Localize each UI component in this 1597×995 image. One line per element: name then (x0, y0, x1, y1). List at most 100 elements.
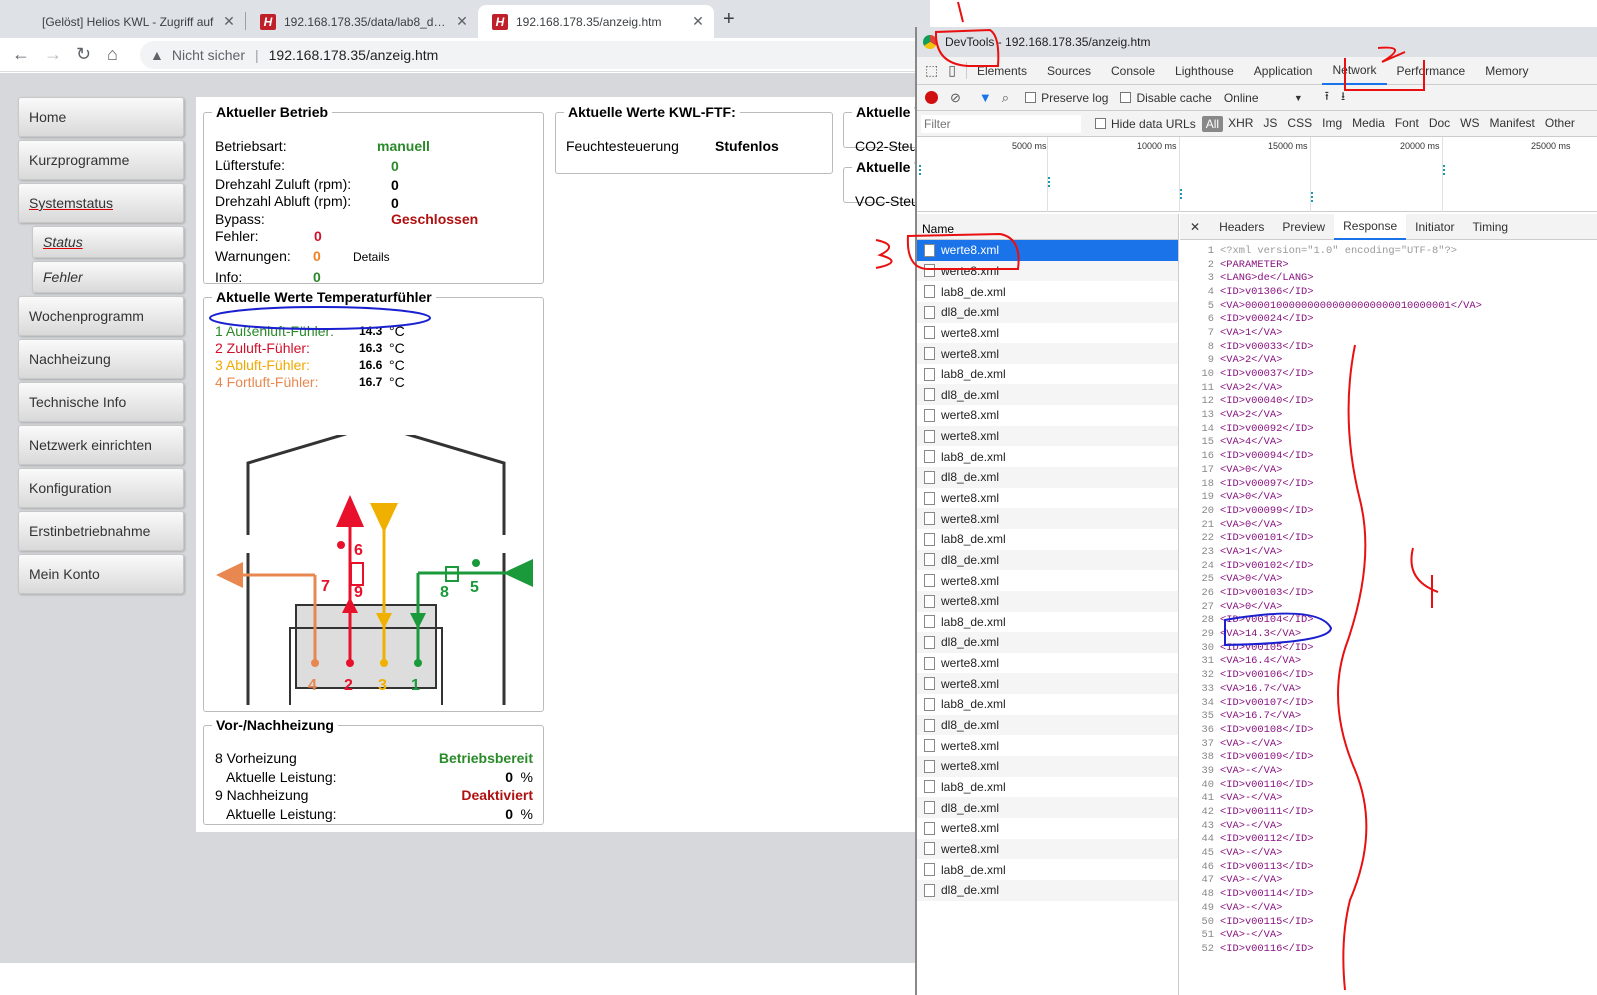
request-row[interactable]: dl8_de.xml (917, 632, 1178, 653)
tab-lighthouse[interactable]: Lighthouse (1175, 63, 1234, 78)
sidebar-item-nachheizung[interactable]: Nachheizung (18, 339, 184, 379)
sidebar-item-erstinbetriebnahme[interactable]: Erstinbetriebnahme (18, 511, 184, 551)
request-row[interactable]: dl8_de.xml (917, 797, 1178, 818)
request-row[interactable]: dl8_de.xml (917, 714, 1178, 736)
browser-tab-strip: [Gelöst] Helios KWL - Zugriff auf ✕ H 19… (0, 0, 930, 38)
browser-tab-3-active[interactable]: H 192.168.178.35/anzeig.htm ✕ (478, 5, 714, 38)
filter-input[interactable] (921, 114, 1081, 133)
filter-type-media[interactable]: Media (1352, 115, 1385, 130)
download-icon[interactable]: ⭳ (1340, 89, 1346, 103)
request-row[interactable]: dl8_de.xml (917, 301, 1178, 323)
sidebar-item-mein-konto[interactable]: Mein Konto (18, 554, 184, 594)
details-link[interactable]: Details (353, 250, 390, 264)
request-row[interactable]: lab8_de.xml (917, 281, 1178, 302)
response-tab-preview[interactable]: Preview (1282, 219, 1326, 234)
clear-icon[interactable]: ⊘ (950, 89, 961, 105)
response-tab-timing[interactable]: Timing (1472, 219, 1509, 234)
request-row[interactable]: werte8.xml (917, 756, 1178, 777)
request-row[interactable]: werte8.xml (917, 488, 1178, 509)
filter-type-doc[interactable]: Doc (1428, 115, 1451, 130)
close-icon[interactable]: ✕ (223, 13, 235, 29)
reload-icon[interactable]: ↻ (76, 44, 92, 64)
filter-icon[interactable]: ▼ (978, 90, 992, 105)
request-row[interactable]: lab8_de.xml (917, 777, 1178, 798)
request-row[interactable]: werte8.xml (917, 653, 1178, 674)
close-icon[interactable]: ✕ (1190, 219, 1201, 234)
request-row[interactable]: dl8_de.xml (917, 549, 1178, 571)
sidebar-item-netzwerk-einrichten[interactable]: Netzwerk einrichten (18, 425, 184, 465)
close-icon[interactable]: ✕ (692, 13, 704, 29)
luefterstufe-label: Lüfterstufe: (215, 157, 286, 173)
request-row[interactable]: werte8.xml (917, 260, 1178, 282)
home-icon[interactable]: ⌂ (107, 44, 118, 64)
sidebar-item-status[interactable]: Status (32, 226, 184, 258)
sidebar-item-systemstatus[interactable]: Systemstatus (18, 183, 184, 223)
request-row[interactable]: werte8.xml (917, 323, 1178, 344)
response-tab-headers[interactable]: Headers (1219, 219, 1265, 234)
preserve-log-checkbox[interactable]: Preserve log (1025, 91, 1108, 105)
filter-type-all[interactable]: All (1201, 115, 1224, 132)
filter-type-js[interactable]: JS (1263, 115, 1278, 130)
forward-icon[interactable]: → (44, 44, 62, 64)
tab-console[interactable]: Console (1111, 63, 1156, 78)
close-icon[interactable]: ✕ (456, 13, 468, 29)
request-row[interactable]: lab8_de.xml (917, 364, 1178, 385)
request-row[interactable]: werte8.xml (917, 343, 1178, 364)
response-tab-initiator[interactable]: Initiator (1415, 219, 1455, 234)
request-row[interactable]: werte8.xml (917, 590, 1178, 612)
response-tab-response[interactable]: Response (1334, 213, 1407, 240)
request-row[interactable]: werte8.xml (917, 570, 1178, 591)
line-number: 19 (1201, 491, 1214, 504)
request-row[interactable]: dl8_de.xml (917, 879, 1178, 901)
browser-tab-2[interactable]: H 192.168.178.35/data/lab8_de.xml ✕ (246, 5, 478, 38)
request-row[interactable]: lab8_de.xml (917, 612, 1178, 633)
sidebar-item-wochenprogramm[interactable]: Wochenprogramm (18, 296, 184, 336)
request-row[interactable]: dl8_de.xml (917, 384, 1178, 406)
request-row[interactable]: dl8_de.xml (917, 467, 1178, 488)
tab-performance[interactable]: Performance (1396, 63, 1466, 78)
filter-type-css[interactable]: CSS (1287, 115, 1313, 130)
request-row[interactable]: lab8_de.xml (917, 446, 1178, 467)
disable-cache-checkbox[interactable]: Disable cache (1120, 91, 1212, 105)
device-toolbar-icon[interactable]: ▯ (944, 62, 967, 79)
request-row[interactable]: lab8_de.xml (917, 859, 1178, 880)
code-text: <ID>v00094</ID> (1220, 450, 1314, 463)
tab-application[interactable]: Application (1253, 63, 1313, 78)
request-row[interactable]: werte8.xml (917, 673, 1178, 695)
tab-elements[interactable]: Elements (976, 63, 1027, 78)
hide-data-urls-checkbox[interactable]: Hide data URLs (1095, 117, 1196, 131)
request-row[interactable]: werte8.xml (917, 508, 1178, 529)
request-row[interactable]: werte8.xml (917, 240, 1178, 261)
sidebar-item-fehler[interactable]: Fehler (32, 261, 184, 293)
throttling-select[interactable]: Online (1223, 90, 1259, 105)
back-icon[interactable]: ← (12, 44, 30, 64)
tab-network[interactable]: Network (1322, 57, 1387, 85)
inspect-element-icon[interactable]: ⬚ (925, 62, 939, 78)
request-row[interactable]: lab8_de.xml (917, 529, 1178, 550)
filter-type-font[interactable]: Font (1394, 115, 1419, 130)
filter-type-other[interactable]: Other (1544, 115, 1575, 130)
sidebar-item-technische-info[interactable]: Technische Info (18, 382, 184, 422)
request-row[interactable]: werte8.xml (917, 838, 1178, 860)
upload-icon[interactable]: ⭱ (1324, 89, 1329, 103)
tab-sources[interactable]: Sources (1046, 63, 1092, 78)
request-row[interactable]: werte8.xml (917, 425, 1178, 447)
request-row[interactable]: werte8.xml (917, 405, 1178, 426)
address-bar[interactable]: ▲ Nicht sicher | 192.168.178.35/anzeig.h… (140, 41, 930, 69)
filter-type-manifest[interactable]: Manifest (1489, 115, 1535, 130)
filter-type-xhr[interactable]: XHR (1228, 115, 1254, 130)
request-row[interactable]: werte8.xml (917, 735, 1178, 756)
request-row[interactable]: lab8_de.xml (917, 694, 1178, 715)
search-icon[interactable]: ⌕ (1001, 89, 1010, 105)
name-column-header[interactable]: Name (917, 214, 1178, 240)
filter-type-img[interactable]: Img (1322, 115, 1343, 130)
tab-memory[interactable]: Memory (1485, 63, 1529, 78)
filter-type-ws[interactable]: WS (1460, 115, 1480, 130)
new-tab-button[interactable]: + (723, 8, 735, 30)
browser-tab-1[interactable]: [Gelöst] Helios KWL - Zugriff auf ✕ (0, 5, 245, 38)
request-row[interactable]: werte8.xml (917, 818, 1178, 839)
sidebar-item-konfiguration[interactable]: Konfiguration (18, 468, 184, 508)
sidebar-item-kurzprogramme[interactable]: Kurzprogramme (18, 140, 184, 180)
sidebar-item-home[interactable]: Home (18, 97, 184, 137)
record-icon[interactable] (925, 91, 938, 104)
